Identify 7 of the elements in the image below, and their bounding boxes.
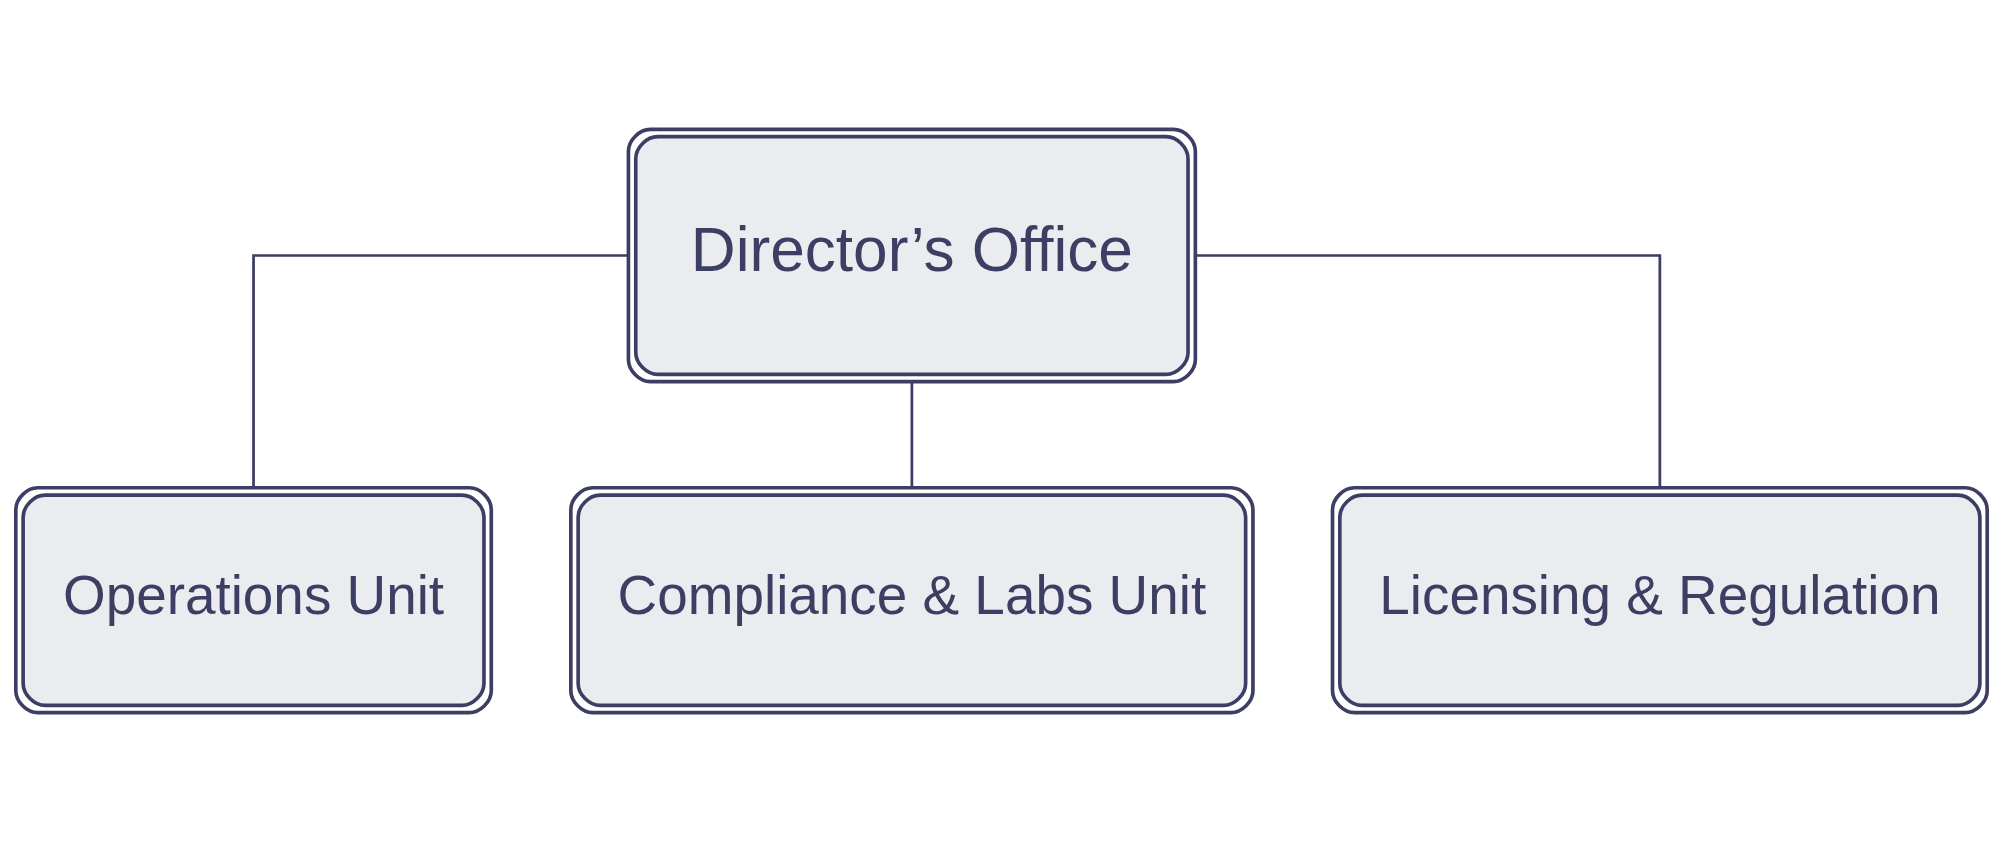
connector [1195, 254, 1662, 488]
node-box: Operations Unit [14, 485, 494, 715]
connector [910, 381, 914, 488]
node-box: Compliance & Labs Unit [569, 485, 1255, 715]
node-box: Director’s Office [626, 127, 1198, 384]
connector [252, 254, 629, 488]
node-box: Licensing & Regulation [1330, 485, 1989, 715]
